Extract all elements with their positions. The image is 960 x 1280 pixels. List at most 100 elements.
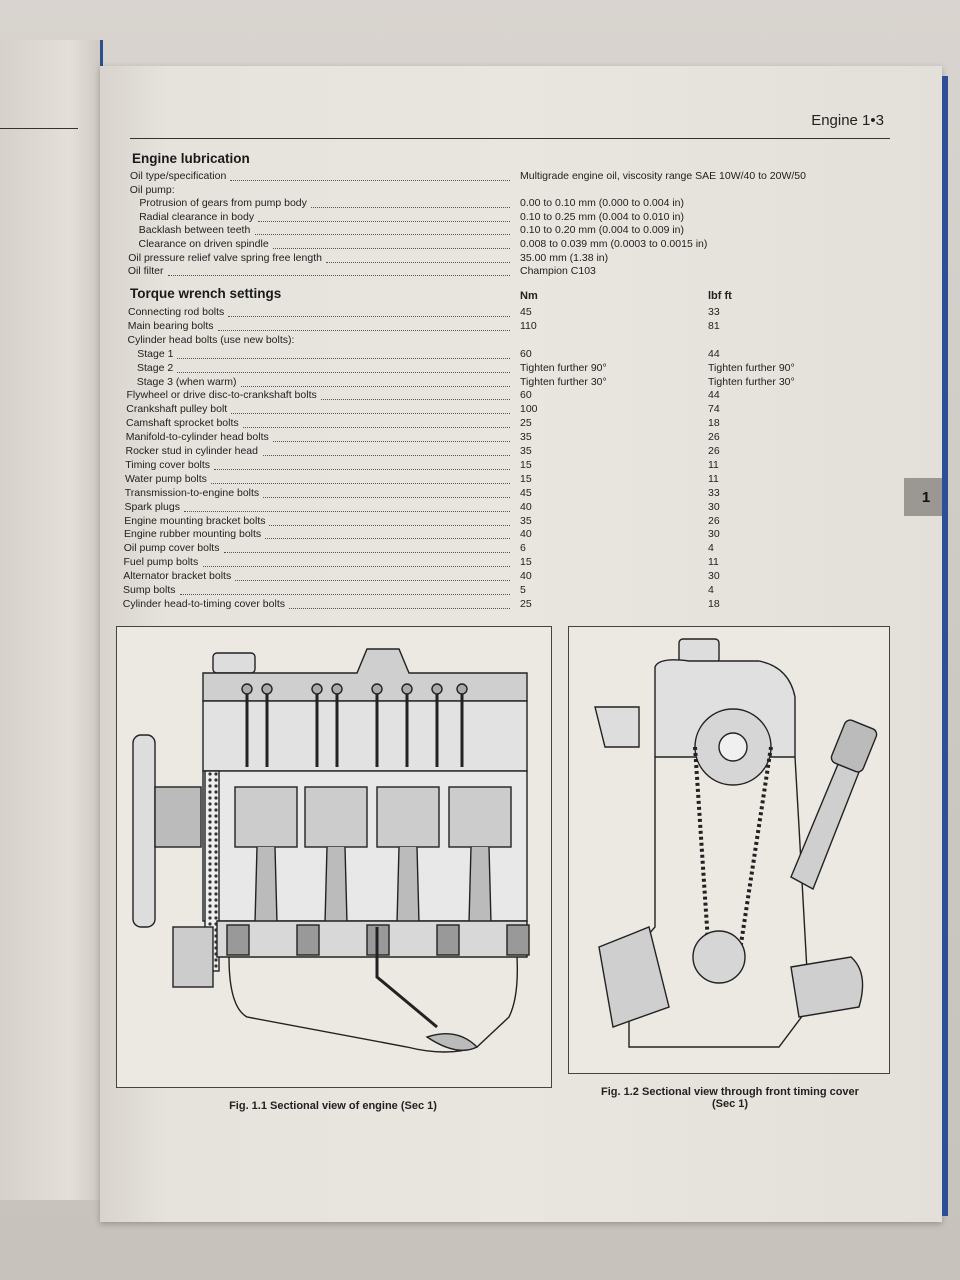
torque-nm-value: 60: [520, 347, 532, 360]
figure-1-caption: Fig. 1.1 Sectional view of engine (Sec 1…: [229, 1100, 437, 1112]
leader-dots: [211, 473, 510, 484]
torque-row: Engine rubber mounting bolts 40 30: [100, 528, 860, 542]
lubrication-label: Backlash between teeth: [138, 224, 251, 237]
lubrication-label: Oil type/specification: [130, 170, 227, 182]
torque-label: Connecting rod bolts: [128, 306, 225, 318]
torque-nm-value: 45: [520, 486, 532, 499]
torque-nm-value: Tighten further 30°: [520, 375, 607, 388]
torque-lbf-value: 81: [708, 319, 720, 332]
torque-lbf-value: 44: [708, 347, 720, 360]
torque-nm-value: 15: [520, 556, 532, 569]
leader-dots: [168, 265, 510, 277]
lubrication-value: 0.008 to 0.039 mm (0.0003 to 0.0015 in): [520, 238, 708, 250]
left-page-edge: [0, 40, 103, 1200]
lubrication-value: Champion C103: [520, 265, 596, 278]
torque-label: Stage 3 (when warm): [136, 375, 237, 388]
lubrication-row: Clearance on driven spindle 0.008 to 0.03…: [100, 238, 860, 252]
torque-label: Cylinder head-to-timing cover bolts: [122, 597, 285, 610]
torque-nm-value: 5: [520, 584, 526, 596]
lubrication-value: 0.10 to 0.25 mm (0.004 to 0.010 in): [520, 210, 685, 223]
torque-lbf-value: 44: [708, 389, 720, 402]
torque-lbf-value: 4: [708, 542, 714, 555]
torque-row: Flywheel or drive disc-to-crankshaft bol…: [100, 389, 860, 403]
torque-lbf-value: Tighten further 30°: [708, 375, 795, 388]
leader-dots: [269, 515, 510, 526]
leader-dots: [214, 459, 510, 470]
torque-lbf-value: 26: [708, 431, 720, 444]
page-header: Engine 1•3: [811, 112, 884, 129]
torque-row: Transmission-to-engine bolts 45 33: [100, 487, 860, 501]
leader-dots: [265, 528, 510, 540]
leader-dots: [289, 598, 510, 609]
leader-dots: [243, 417, 510, 429]
lubrication-label: Oil pump:: [129, 183, 175, 196]
lubrication-label: Clearance on driven spindle: [138, 238, 269, 250]
torque-nm-value: 6: [520, 542, 526, 555]
lubrication-label: Protrusion of gears from pump body: [139, 197, 307, 210]
torque-heading: Torque wrench settings: [130, 286, 282, 301]
leader-dots: [235, 570, 510, 582]
torque-lbf-value: 11: [708, 472, 719, 485]
torque-row: Stage 3 (when warm) Tighten further 30° Ti…: [100, 376, 860, 390]
leader-dots: [231, 403, 510, 415]
torque-lbf-value: 18: [708, 597, 720, 610]
leader-dots: [273, 238, 510, 249]
torque-label: Cylinder head bolts (use new bolts):: [127, 333, 295, 346]
torque-label: Engine rubber mounting bolts: [124, 528, 262, 541]
torque-label: Stage 2: [137, 361, 174, 374]
column-header-nm: Nm: [520, 290, 538, 302]
torque-label: Water pump bolts: [125, 472, 207, 485]
figure-engine-section: [116, 626, 552, 1088]
leader-dots: [218, 320, 510, 331]
lubrication-row: Oil pump:: [100, 184, 860, 198]
lubrication-value: Multigrade engine oil, viscosity range S…: [520, 170, 806, 182]
torque-label: Engine mounting bracket bolts: [124, 514, 266, 527]
torque-label: Camshaft sprocket bolts: [126, 417, 239, 430]
torque-nm-value: 15: [520, 458, 532, 471]
book-cover-edge: [942, 76, 948, 1216]
torque-nm-value: 60: [520, 389, 532, 402]
lubrication-row: Oil type/specification Multigrade engine …: [100, 170, 860, 184]
torque-lbf-value: 26: [708, 445, 720, 457]
torque-row: Cylinder head bolts (use new bolts):: [100, 334, 860, 348]
torque-nm-value: 35: [520, 445, 532, 457]
engine-section-drawing: [132, 648, 530, 1053]
torque-nm-value: 45: [520, 306, 532, 318]
manual-page: Engine 1•3 1 Engine lubrication Oil type…: [100, 66, 948, 1222]
leader-dots: [311, 197, 510, 209]
torque-lbf-value: 30: [708, 500, 720, 513]
lubrication-label: Oil pressure relief valve spring free le…: [128, 251, 322, 264]
torque-nm-value: 35: [520, 431, 532, 444]
torque-label: Oil pump cover bolts: [123, 542, 220, 555]
torque-lbf-value: 30: [708, 528, 720, 541]
torque-nm-value: 40: [520, 528, 532, 541]
torque-label: Transmission-to-engine bolts: [124, 486, 260, 499]
leader-dots: [184, 501, 510, 512]
torque-label: Sump bolts: [123, 584, 176, 596]
header-rule: [130, 138, 890, 139]
torque-label: Alternator bracket bolts: [123, 570, 232, 583]
torque-lbf-value: 74: [708, 403, 720, 416]
torque-lbf-value: 33: [708, 486, 720, 499]
torque-nm-value: 35: [520, 514, 532, 527]
lubrication-value: 35.00 mm (1.38 in): [520, 251, 609, 264]
torque-label: Fuel pump bolts: [123, 556, 199, 569]
torque-label: Main bearing bolts: [127, 319, 214, 332]
leader-dots: [177, 348, 510, 359]
torque-label: Rocker stud in cylinder head: [125, 445, 259, 457]
torque-lbf-value: 30: [708, 570, 720, 583]
torque-label: Timing cover bolts: [125, 458, 211, 471]
torque-nm-value: 25: [520, 417, 532, 430]
